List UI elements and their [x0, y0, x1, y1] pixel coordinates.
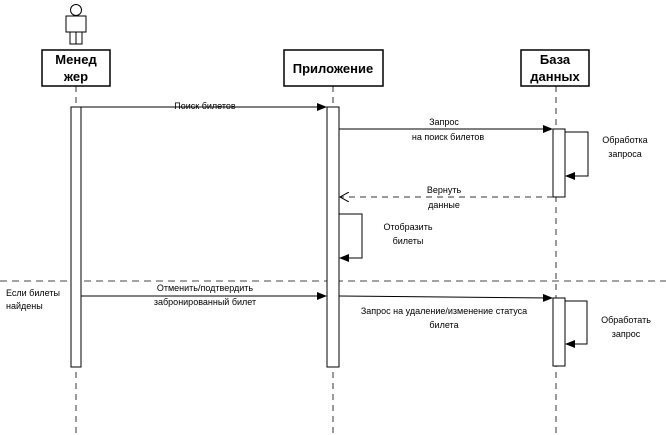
message-update-arrow	[338, 293, 553, 302]
message-return-label-line2: данные	[428, 200, 460, 210]
message-update-label-line1: Запрос на удаление/изменение статуса	[361, 306, 527, 316]
participant-manager-line1: Менед	[55, 52, 97, 67]
message-process2-arrow	[565, 300, 588, 348]
message-update-label-line2: билета	[429, 320, 458, 330]
guard-label-line2: найдены	[6, 301, 43, 311]
participant-manager: Менед жер	[41, 49, 111, 87]
message-process1-label-line2: запроса	[608, 149, 642, 159]
message-cancel-label-line1: Отменить/подтвердить	[157, 283, 254, 293]
message-process1-label-line1: Обработка	[602, 135, 647, 145]
message-query-label-line2: на поиск билетов	[412, 132, 484, 142]
message-process1-arrow	[565, 131, 589, 180]
activation-manager	[70, 106, 82, 368]
guard-label-line1: Если билеты	[6, 288, 60, 298]
message-display-label-line2: билеты	[393, 236, 424, 246]
message-process2-label-line2: запрос	[612, 329, 641, 339]
activation-app	[326, 106, 340, 368]
participant-db-line2: данных	[530, 69, 580, 84]
message-process2-label-line1: Обработать	[601, 315, 651, 325]
message-search-label: Поиск билетов	[174, 101, 236, 111]
participant-manager-line2: жер	[63, 69, 88, 84]
message-query-label-line1: Запрос	[429, 117, 459, 127]
participant-db: База данных	[520, 49, 590, 87]
message-display-arrow	[339, 213, 363, 262]
activation-db-1	[552, 128, 566, 198]
message-return-label-line1: Вернуть	[427, 185, 462, 195]
participant-app-label: Приложение	[293, 61, 373, 76]
message-display-label-line1: Отобразить	[383, 222, 432, 232]
activation-db-2	[552, 297, 566, 367]
participant-app: Приложение	[283, 49, 384, 87]
message-cancel-label-line2: забронированный билет	[154, 297, 256, 307]
participant-db-line1: База	[540, 52, 571, 67]
actor-icon	[65, 4, 87, 45]
